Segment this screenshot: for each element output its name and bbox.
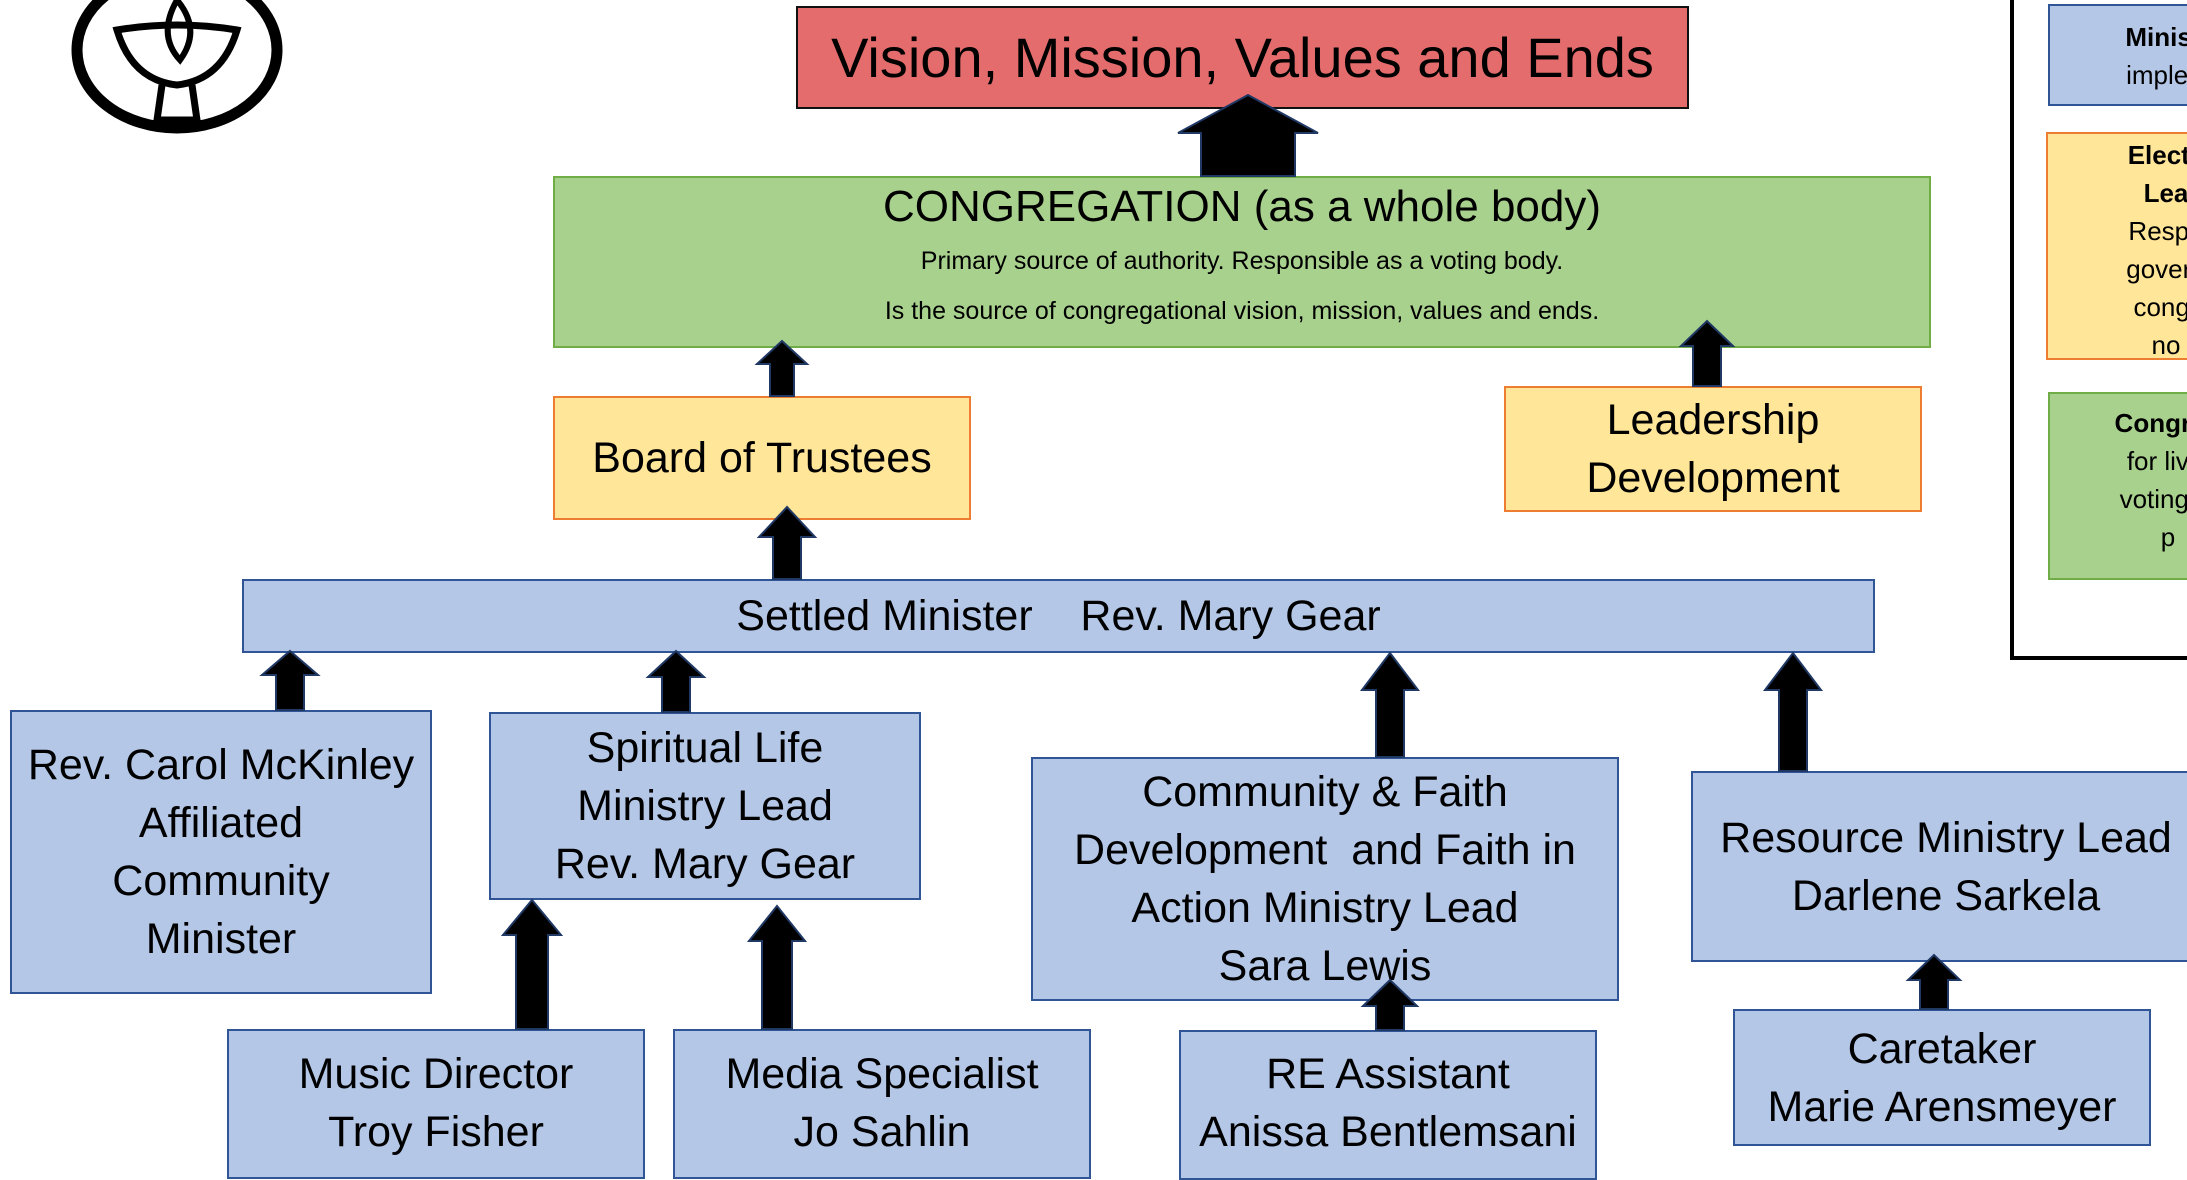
board-label: Board of Trustees (592, 434, 932, 482)
legend-elected-title-1: Electe (2127, 140, 2187, 170)
spiritual-line-2: Ministry Lead (577, 782, 833, 830)
arrow-up-icon (259, 649, 321, 711)
community-faith-box: Community & Faith Development and Faith … (1031, 757, 1619, 1001)
re-line-2: Anissa Bentlemsani (1199, 1108, 1577, 1156)
caretaker-box: Caretaker Marie Arensmeyer (1733, 1009, 2151, 1146)
community-line-2: Development and Faith in (1074, 826, 1576, 874)
legend-congregation-title: Congreg (2114, 408, 2187, 438)
media-line-2: Jo Sahlin (793, 1108, 971, 1156)
community-line-4: Sara Lewis (1218, 942, 1432, 990)
congregation-box: CONGREGATION (as a whole body) Primary s… (553, 176, 1931, 348)
re-line-1: RE Assistant (1266, 1050, 1510, 1098)
chalice-logo-icon (71, 0, 283, 134)
arrow-up-icon (746, 904, 808, 1030)
community-line-1: Community & Faith (1142, 768, 1508, 816)
re-assistant-box: RE Assistant Anissa Bentlemsani (1179, 1030, 1597, 1180)
arrow-up-icon (500, 898, 564, 1030)
legend-congregation-line-3: p (2160, 522, 2176, 552)
legend-congregation-line-1: for livin (2126, 446, 2187, 476)
caretaker-line-2: Marie Arensmeyer (1767, 1082, 2117, 1131)
media-line-1: Media Specialist (725, 1050, 1039, 1098)
congregation-title: CONGREGATION (as a whole body) (882, 182, 1602, 231)
caretaker-line-1: Caretaker (1847, 1024, 2037, 1073)
carol-line-3: Community (112, 857, 330, 905)
settled-minister-box: Settled Minister Rev. Mary Gear (242, 579, 1875, 653)
arrow-up-icon (645, 649, 707, 713)
arrow-up-icon (1177, 93, 1319, 177)
legend-panel: Ministr implem Electe Lea Respo govern c… (2010, 0, 2187, 660)
carol-line-4: Minister (145, 915, 297, 963)
legend-ministry-title: Ministr (2125, 22, 2187, 52)
legend-ministry: Ministr implem (2048, 4, 2187, 106)
vision-mission-box: Vision, Mission, Values and Ends (796, 6, 1689, 109)
vision-mission-title: Vision, Mission, Values and Ends (831, 25, 1654, 89)
legend-elected-line-4: no (2151, 330, 2181, 360)
arrow-up-icon (1762, 651, 1824, 772)
affiliated-minister-box: Rev. Carol McKinley Affiliated Community… (10, 710, 432, 994)
carol-line-1: Rev. Carol McKinley (27, 741, 415, 789)
legend-elected-line-2: govern (2126, 254, 2187, 284)
arrow-up-icon (756, 505, 818, 580)
legend-elected-title-2: Lea (2143, 178, 2187, 208)
arrow-up-icon (1678, 319, 1736, 387)
legend-congregation-line-2: voting, fi (2119, 484, 2187, 514)
resource-ministry-box: Resource Ministry Lead Darlene Sarkela (1691, 771, 2187, 962)
legend-elected: Electe Lea Respo govern congr no (2046, 132, 2187, 360)
carol-line-2: Affiliated (138, 799, 304, 847)
arrow-up-icon (1905, 953, 1963, 1010)
resource-line-1: Resource Ministry Lead (1720, 813, 2172, 862)
music-line-1: Music Director (298, 1050, 574, 1098)
legend-elected-line-1: Respo (2128, 216, 2187, 246)
legend-elected-line-3: congr (2133, 292, 2187, 322)
spiritual-life-box: Spiritual Life Ministry Lead Rev. Mary G… (489, 712, 921, 900)
leadership-line-2: Development (1586, 454, 1840, 502)
resource-line-2: Darlene Sarkela (1791, 871, 2101, 920)
congregation-desc-1: Primary source of authority. Responsible… (920, 247, 1564, 275)
leadership-development-box: Leadership Development (1504, 386, 1922, 512)
leadership-line-1: Leadership (1606, 396, 1820, 444)
spiritual-line-1: Spiritual Life (586, 724, 824, 772)
congregation-desc-2: Is the source of congregational vision, … (884, 297, 1600, 325)
spiritual-line-3: Rev. Mary Gear (554, 840, 856, 888)
settled-minister-label: Settled Minister Rev. Mary Gear (736, 592, 1381, 640)
music-line-2: Troy Fisher (328, 1108, 544, 1156)
board-of-trustees-box: Board of Trustees (553, 396, 971, 520)
legend-ministry-text: implem (2126, 60, 2187, 90)
community-line-3: Action Ministry Lead (1131, 884, 1519, 932)
arrow-up-icon (754, 339, 810, 397)
arrow-up-icon (1359, 651, 1421, 758)
music-director-box: Music Director Troy Fisher (227, 1029, 645, 1179)
arrow-up-icon (1360, 978, 1420, 1031)
legend-congregation: Congreg for livin voting, fi p (2048, 392, 2187, 580)
